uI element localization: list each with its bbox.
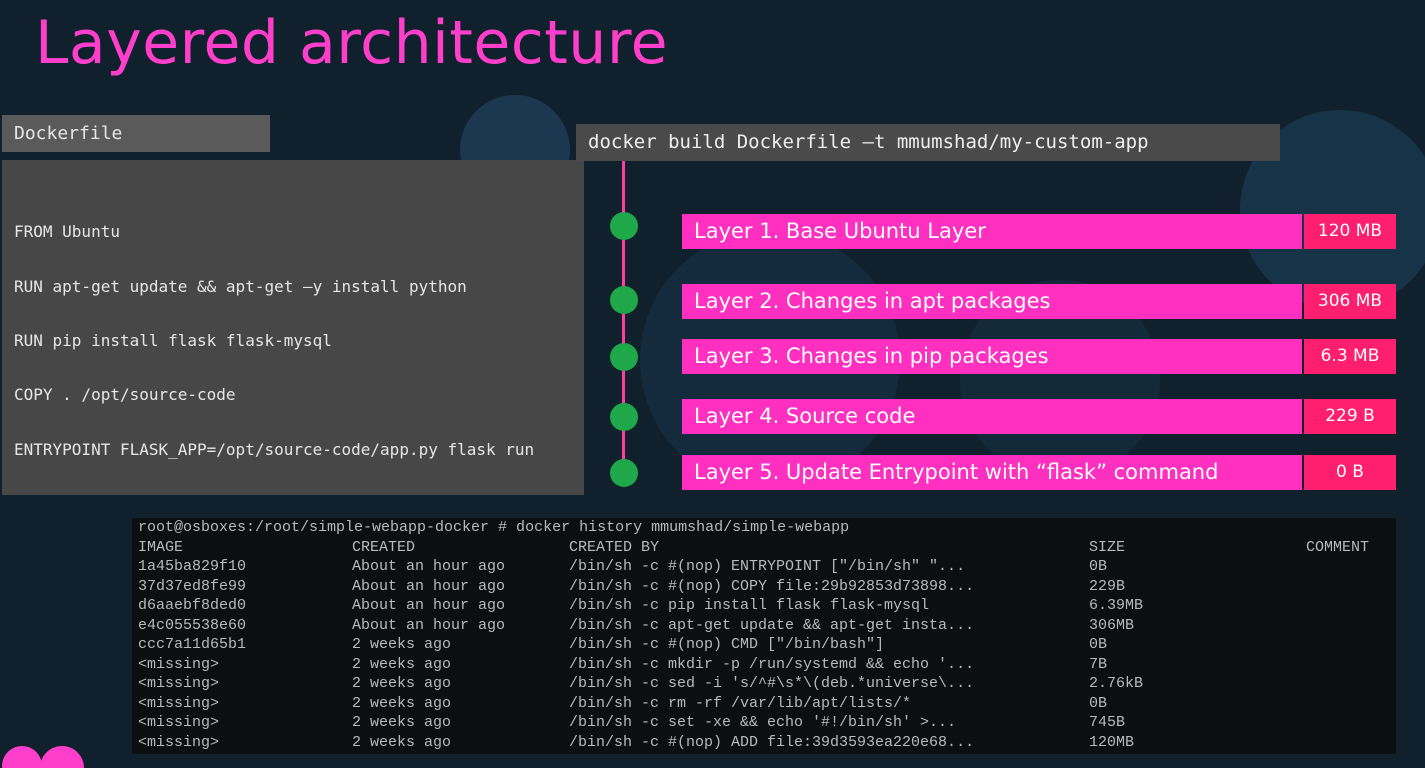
cell-image: <missing> [138, 675, 220, 692]
cell-created-by: /bin/sh -c apt-get update && apt-get ins… [569, 616, 975, 634]
dockerfile-line: RUN apt-get update && apt-get –y install… [14, 277, 467, 296]
cell-size: 229B [1089, 577, 1126, 595]
layer-3-size: 6.3 MB [1304, 339, 1396, 374]
cell-image: 1a45ba829f10 [138, 558, 247, 575]
layer-dot [610, 212, 638, 240]
layer-5-label: Layer 5. Update Entrypoint with “flask” … [682, 455, 1302, 490]
cell-image: ccc7a11d65b1 [138, 636, 247, 653]
cell-size: 6.39MB [1089, 597, 1144, 614]
cell-size: 0B [1089, 694, 1108, 712]
layer-2-size: 306 MB [1304, 284, 1396, 319]
header-created-by: CREATED BY [569, 538, 660, 556]
terminal-output: root@osboxes:/root/simple-webapp-docker … [132, 518, 1396, 754]
cell-created-by: /bin/sh -c #(nop) COPY file:29b92853d738… [569, 577, 975, 595]
layer-dot [610, 403, 638, 431]
header-created: CREATED [352, 538, 416, 556]
cell-created: 2 weeks ago [352, 714, 452, 731]
cell-created: About an hour ago [352, 616, 506, 634]
layer-5-size: 0 B [1304, 455, 1396, 490]
cell-created: About an hour ago [352, 558, 506, 575]
dockerfile-line: ENTRYPOINT FLASK_APP=/opt/source-code/ap… [14, 440, 535, 459]
timeline-line [622, 161, 625, 474]
dockerfile-line: FROM Ubuntu [14, 222, 120, 241]
cell-created-by: /bin/sh -c rm -rf /var/lib/apt/lists/* [569, 694, 912, 712]
cell-created: About an hour ago [352, 597, 506, 614]
cell-size: 7B [1089, 655, 1108, 673]
cell-created: 2 weeks ago [352, 675, 452, 692]
layer-4-size: 229 B [1304, 399, 1396, 434]
layer-4-label: Layer 4. Source code [682, 399, 1302, 434]
cell-size: 745B [1089, 714, 1126, 731]
cell-created: 2 weeks ago [352, 733, 452, 751]
cell-created-by: /bin/sh -c sed -i 's/^#\s*\(deb.*univers… [569, 675, 975, 692]
cell-created: 2 weeks ago [352, 655, 452, 673]
cell-image: <missing> [138, 733, 220, 751]
cell-image: e4c055538e60 [138, 616, 247, 634]
dockerfile-content: FROM Ubuntu RUN apt-get update && apt-ge… [2, 160, 584, 495]
cell-image: <missing> [138, 655, 220, 673]
cell-size: 306MB [1089, 616, 1135, 634]
dockerfile-line: COPY . /opt/source-code [14, 385, 236, 404]
layer-1-size: 120 MB [1304, 214, 1396, 249]
cell-created-by: /bin/sh -c set -xe && echo '#!/bin/sh' >… [569, 714, 957, 731]
layer-dot [610, 286, 638, 314]
layer-dot [610, 459, 638, 487]
cell-created-by: /bin/sh -c #(nop) CMD ["/bin/bash"] [569, 636, 885, 653]
cell-created: 2 weeks ago [352, 694, 452, 712]
cell-image: <missing> [138, 694, 220, 712]
cell-created: 2 weeks ago [352, 636, 452, 653]
layer-1-label: Layer 1. Base Ubuntu Layer [682, 214, 1302, 249]
layer-2-label: Layer 2. Changes in apt packages [682, 284, 1302, 319]
header-image: IMAGE [138, 538, 184, 556]
dockerfile-line: RUN pip install flask flask-mysql [14, 331, 332, 350]
cell-size: 0B [1089, 558, 1108, 575]
layer-dot [610, 343, 638, 371]
cell-created-by: /bin/sh -c #(nop) ENTRYPOINT ["/bin/sh" … [569, 558, 966, 575]
layer-3-label: Layer 3. Changes in pip packages [682, 339, 1302, 374]
cell-created-by: /bin/sh -c #(nop) ADD file:39d3593ea220e… [569, 733, 975, 751]
header-size: SIZE [1089, 538, 1126, 556]
logo-icon [2, 746, 84, 768]
cell-image: <missing> [138, 714, 220, 731]
build-command: docker build Dockerfile –t mmumshad/my-c… [576, 124, 1280, 161]
cell-image: d6aaebf8ded0 [138, 597, 247, 614]
cell-image: 37d37ed8fe99 [138, 577, 247, 595]
cell-size: 2.76kB [1089, 675, 1144, 692]
cell-created-by: /bin/sh -c pip install flask flask-mysql [569, 597, 930, 614]
dockerfile-label: Dockerfile [2, 115, 270, 152]
cell-size: 0B [1089, 636, 1108, 653]
cell-created-by: /bin/sh -c mkdir -p /run/systemd && echo… [569, 655, 975, 673]
slide-title: Layered architecture [35, 8, 669, 78]
cell-created: About an hour ago [352, 577, 506, 595]
header-comment: COMMENT [1306, 538, 1370, 556]
cell-size: 120MB [1089, 733, 1135, 751]
terminal-prompt: root@osboxes:/root/simple-webapp-docker … [138, 519, 850, 536]
